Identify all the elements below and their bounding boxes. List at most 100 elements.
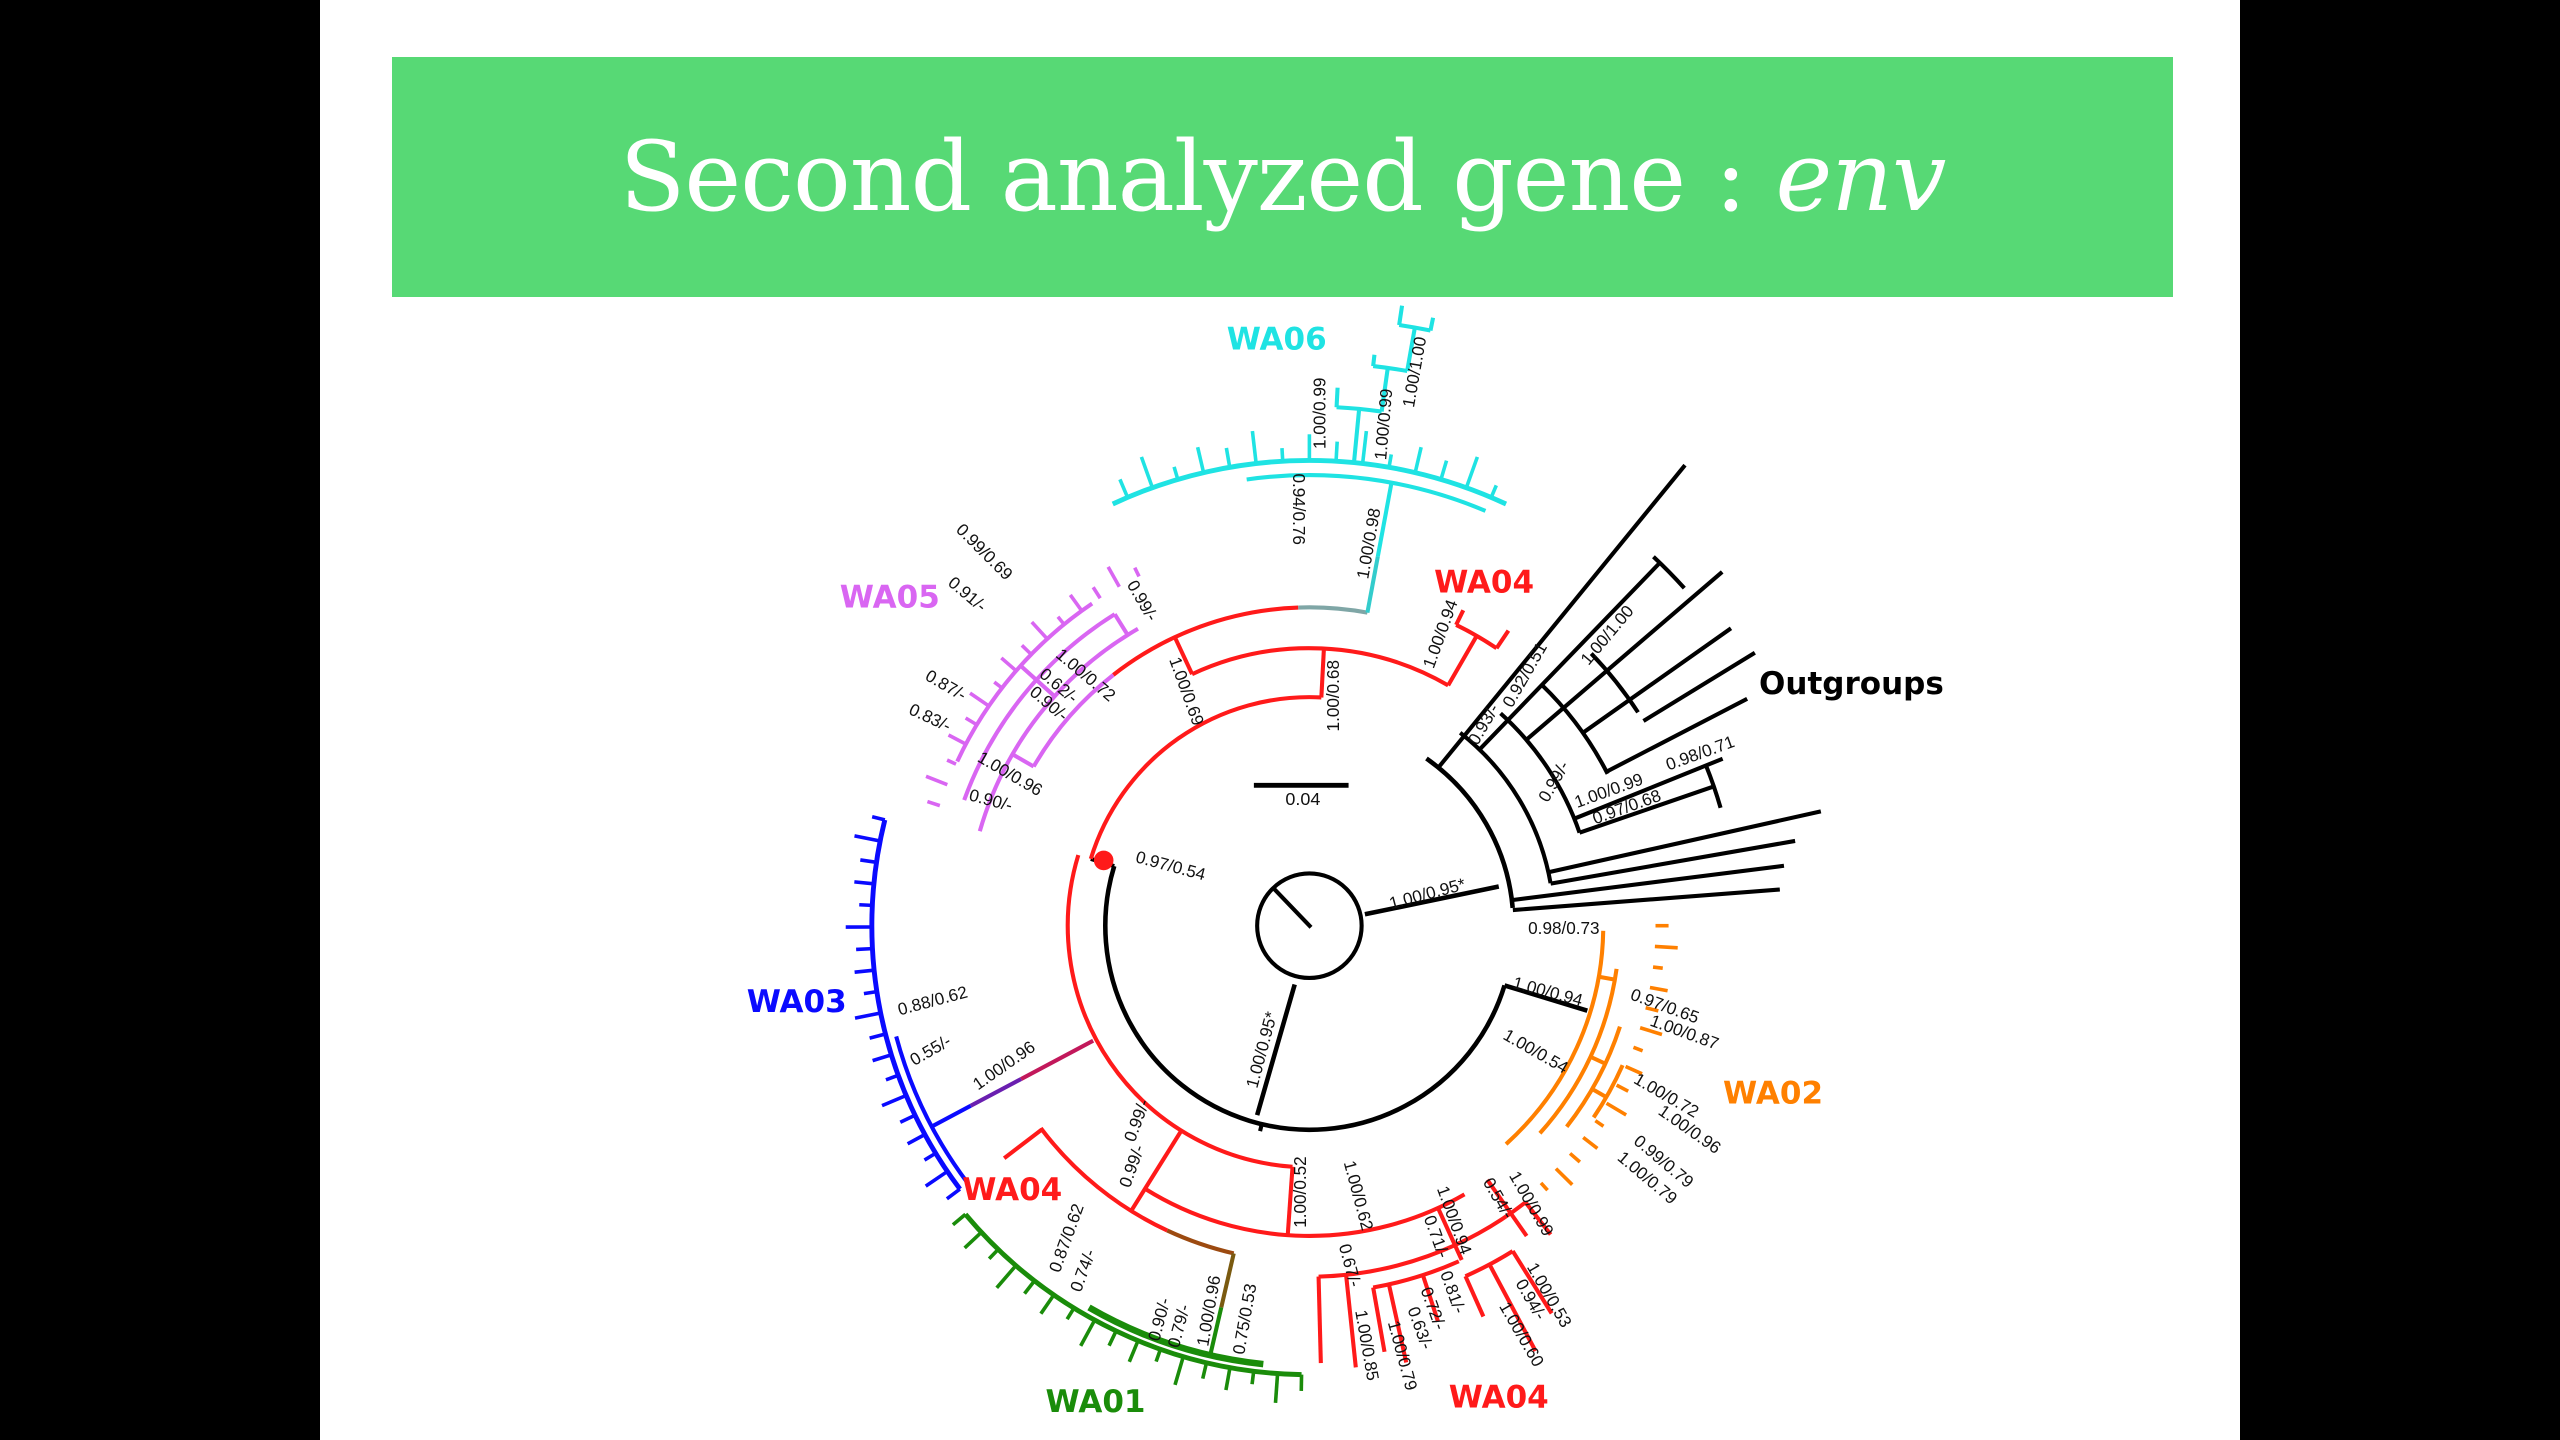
clade-label-wa03: WA03 [747,984,847,1020]
branch-radial [1011,752,1035,769]
branch-radial [1589,1054,1607,1066]
branch-radial [1581,626,1733,735]
support-value: 0.99/- [1120,1096,1154,1144]
branch-arc [1704,764,1723,809]
branch-radial [1091,586,1102,600]
branch-radial [1273,1373,1280,1404]
clade-label-wa05: WA05 [840,579,940,615]
branch-arc [1143,1187,1466,1238]
branch-arc [1031,673,1115,768]
branch-arc [962,612,1116,801]
branch-radial [1360,430,1369,464]
branch-radial [1523,1201,1553,1236]
branch-arc [1298,605,1368,615]
branch-arc [1103,865,1507,1132]
branch-radial [1351,408,1362,463]
branch-radial [993,680,1004,690]
clade-label-wa02: WA02 [1723,1076,1823,1112]
branch-radial [1344,1274,1358,1368]
branch-radial [854,880,875,886]
branch-radial [1154,1348,1163,1363]
branch-radial [1195,446,1206,474]
support-value: 0.87/- [922,665,970,704]
branch-radial [863,989,878,996]
support-value: 0.90/- [967,785,1014,816]
support-value: 0.97/0.54 [1134,847,1209,885]
branch-radial [854,968,875,974]
branch-arc [1591,1064,1625,1119]
branch-radial [969,1077,1023,1108]
support-value: 1.00/0.96 [969,1037,1039,1094]
root-circle [1255,871,1364,981]
branch-radial [1375,480,1394,557]
branch-radial [1334,387,1340,408]
support-value: 0.94/0.76 [1289,473,1309,544]
support-value: 1.00/0.68 [1323,660,1343,731]
branch-radial [1645,1006,1659,1013]
branch-radial [1642,650,1756,723]
branch-radial [926,799,941,808]
branch-arc [1087,1304,1264,1368]
branch-arc [1464,1249,1514,1279]
branch-radial [1639,1026,1663,1037]
branch-radial [1509,1212,1529,1238]
branch-arc [1538,968,1619,1135]
branch-radial [1002,1127,1044,1160]
branch-arc [1039,1126,1169,1233]
branch-radial [1030,620,1049,641]
branch-radial [1652,965,1663,970]
branch-arc [1565,1025,1622,1129]
branch-radial [1547,809,1822,875]
support-value: 0.75/0.53 [1228,1282,1260,1356]
branch-radial [1224,1367,1232,1391]
branch-radial [1594,1119,1605,1128]
clade-label-outgroups: Outgroups [1759,666,1944,702]
branch-arc [955,601,1094,763]
branch-radial [1219,1252,1236,1308]
branch-radial [1539,1181,1549,1192]
branch-radial [1439,460,1449,480]
branch-radial [1387,454,1394,468]
branch-arc [1191,646,1450,688]
branch-radial [1065,1307,1076,1321]
branch-radial [1487,1263,1538,1352]
branch-radial [1224,447,1232,468]
branch-radial [1454,609,1466,626]
tree-branches [845,305,1822,1404]
branch-radial [906,1132,926,1146]
support-value: 0.99/- [1123,576,1162,624]
branch-arc [1540,683,1610,775]
branch-radial [947,733,967,746]
branch-arc [1336,405,1382,414]
support-value: 0.88/0.62 [895,982,969,1020]
branch-radial [1554,1167,1574,1186]
branch-radial [1578,784,1715,835]
support-value: 1.00/0.54 [1500,1025,1572,1078]
branch-radial [885,1073,899,1082]
clade-label-wa06: WA06 [1227,321,1327,357]
branch-radial [1386,1283,1409,1363]
support-value: 0.83/- [906,699,954,736]
slide-title: Second analyzed gene : env [620,121,1947,233]
branch-arc [1088,695,1322,860]
branch-radial [1624,1064,1643,1076]
support-value: 0.55/- [906,1030,954,1069]
branch-arc [1166,1228,1235,1256]
support-value: 1.00/0.95* [1387,874,1468,914]
branch-radial [1020,643,1033,656]
support-value: 0.98/0.73 [1528,918,1599,938]
support-value: 0.99/0.69 [952,519,1017,584]
branch-arc [1499,711,1582,834]
branch-radial [1568,1152,1582,1164]
branch-radial [1127,1340,1140,1363]
branch-radial [860,858,877,865]
branch-arc [1372,364,1408,374]
branch-radial [1649,985,1668,993]
branch-radial [1023,1279,1036,1295]
branch-radial [1605,696,1749,774]
branch-radial [945,1187,962,1201]
support-value: 1.00/1.00 [1398,335,1430,409]
branch-radial [946,758,957,766]
branch-radial [1371,1287,1387,1353]
